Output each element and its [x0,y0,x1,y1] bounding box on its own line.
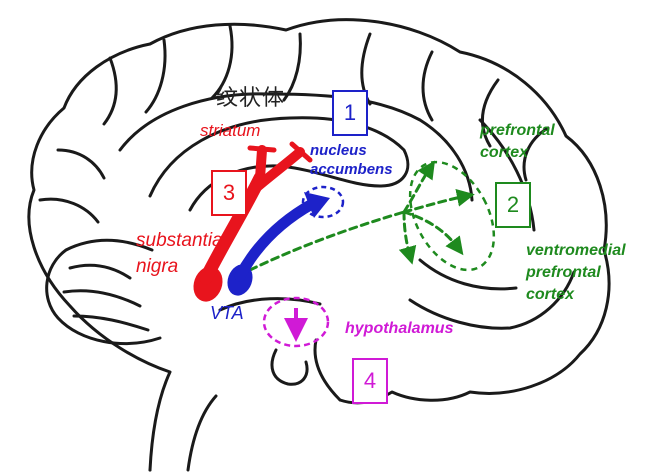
corpus-callosum [148,116,410,212]
green-main-line [248,210,406,272]
green-branch-right [402,188,475,214]
box-2: 2 [495,182,531,228]
cerebellum [45,238,162,345]
sulcus-6 [421,50,434,122]
chinese-title: 纹状体 [216,86,286,111]
hypothalamus-region [262,296,330,348]
label-prefrontal-2: prefrontal [526,264,601,281]
sulcus-9 [56,148,106,180]
thalamus-curve [218,297,322,312]
sulcus-8 [522,126,550,182]
cortex-outline [27,18,611,472]
prefrontal-region [408,160,496,272]
medial-curve [418,258,518,291]
label-hypothalamus: hypothalamus [345,320,454,337]
nigrostriatal-pathway [193,141,313,302]
red-tbar-left [247,145,277,153]
label-prefrontal: prefrontal [480,122,555,139]
blue-arrow-shaft [234,198,318,282]
green-branch-up [402,160,435,214]
red-tbar-right [289,141,313,163]
box-3: 3 [211,170,247,216]
label-nigra: nigra [136,256,179,277]
red-branch-left [255,145,267,183]
mesolimbic-pathway [227,192,330,296]
blue-arrow-head [304,192,330,218]
green-branch-left [398,210,417,265]
cerebellum-fold2 [62,289,142,308]
brainstem-right [186,394,218,472]
sulcus-2 [144,38,167,114]
temporal-lobe [313,338,342,402]
sulcus-1 [102,56,118,126]
label-nucleus: nucleus [310,142,367,159]
label-accumbens: accumbens [310,161,393,178]
nucleus-accumbens-region [301,185,345,219]
cerebellum-fold1 [68,263,132,280]
cerebellum-fold3 [72,314,150,332]
sulcus-3 [210,24,234,100]
frontal-gyrus [478,118,536,232]
label-striatum: striatum [200,121,261,140]
box-1: 1 [332,90,368,136]
hypothalamus-dashed [262,296,330,348]
label-cortex-2: cortex [526,286,575,303]
mesocortical-pathway [248,160,475,272]
red-branch-right [251,147,305,193]
sulcus-10 [38,197,100,224]
label-substantia: substantia [136,230,223,251]
label-cortex: cortex [480,144,529,161]
sulcus-4 [282,32,302,102]
box-4: 4 [352,358,388,404]
green-branch-down [402,210,464,256]
label-vta: VTA [210,303,244,323]
lower-frontal-curve [408,270,576,330]
sulcus-7 [480,78,500,148]
brain-outline [27,18,611,472]
pituitary [270,348,309,386]
label-ventromedial: ventromedial [526,242,626,259]
